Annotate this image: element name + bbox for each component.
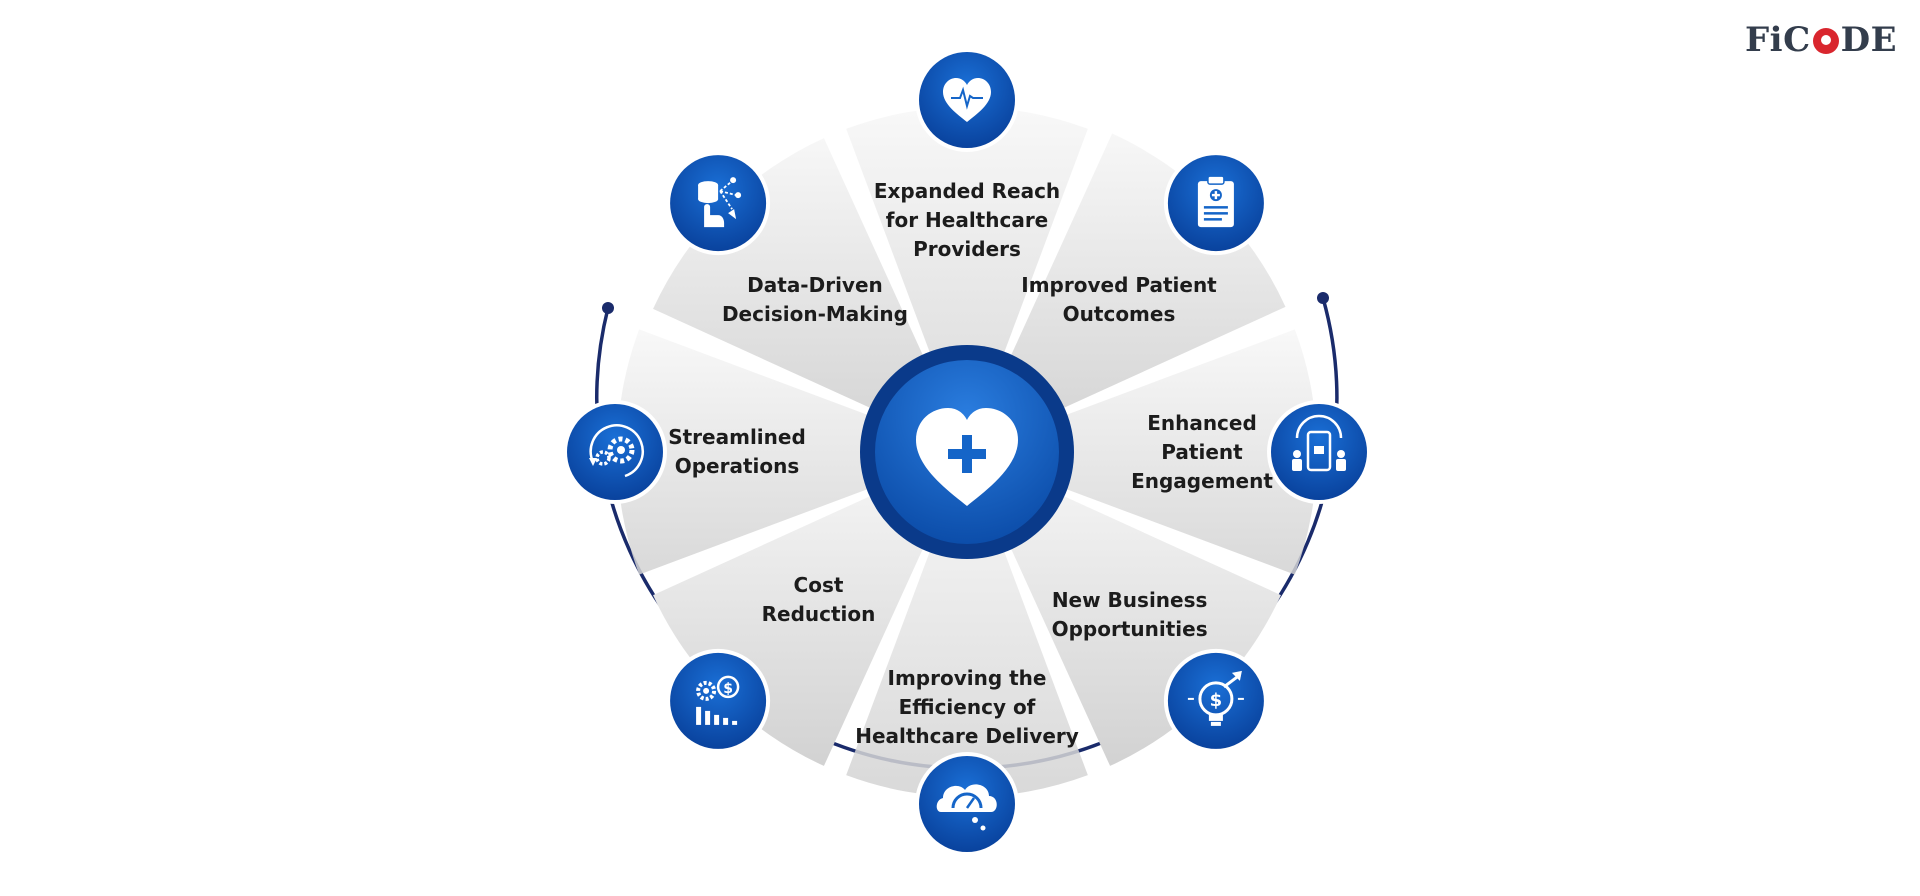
badge-data-driven — [666, 151, 771, 256]
segment-efficiency — [846, 452, 1088, 797]
heart-pulse-icon — [943, 78, 991, 122]
badge-expanded-reach — [915, 48, 1019, 152]
telehealth-phone-icon — [1292, 414, 1346, 472]
label-line: Streamlined — [668, 425, 806, 449]
label-line: Reduction — [761, 602, 876, 627]
label-line: Efficiency of — [898, 694, 1036, 719]
idea-dollar-icon: $ — [1187, 670, 1244, 726]
logo-text-start: Fi — [1745, 20, 1784, 60]
logo-text-c: C — [1783, 20, 1811, 60]
data-touch-icon — [698, 177, 742, 228]
badge-patient-engagement — [1267, 400, 1371, 504]
label-line: Operations — [674, 454, 800, 478]
arc-end-dot-right — [1317, 292, 1329, 304]
badge-cost-reduction: $ — [666, 648, 771, 753]
label-line: New Business — [1051, 587, 1208, 612]
svg-text:$: $ — [1210, 690, 1223, 711]
segment-patient-engagement — [967, 329, 1317, 575]
label-line: Enhanced — [1147, 410, 1257, 435]
label-line: Data-Driven — [747, 272, 883, 297]
segment-expanded-reach — [846, 107, 1088, 452]
segment-streamlined-operations — [617, 329, 967, 575]
label-line: for Healthcare — [885, 207, 1049, 232]
label-line: Patient — [1161, 439, 1243, 464]
label-line: Expanded Reach — [873, 178, 1061, 203]
speedometer-cloud-icon — [936, 784, 997, 831]
label-line: Engagement — [1131, 468, 1273, 493]
svg-text:$: $ — [723, 681, 733, 697]
badge-efficiency — [915, 752, 1019, 856]
label-line: Cost — [793, 573, 844, 598]
label-line: Opportunities — [1051, 616, 1208, 641]
badge-business-opportunities: $ — [1163, 648, 1268, 753]
label-line: Outcomes — [1062, 301, 1176, 326]
logo-target-icon — [1812, 28, 1839, 54]
badge-improved-outcomes — [1163, 151, 1268, 256]
gears-cycle-icon — [589, 424, 644, 478]
label-line: Healthcare Delivery — [855, 723, 1079, 748]
clipboard-medical-icon — [1197, 175, 1234, 228]
ficode-logo: Fi C DE — [1745, 20, 1897, 60]
badge-streamlined-operations — [563, 400, 667, 504]
label-line: Providers — [913, 236, 1021, 261]
heart-plus-icon — [916, 408, 1018, 506]
center-badge — [860, 345, 1074, 559]
arc-end-dot-left — [602, 302, 614, 314]
label-line: Improving the — [887, 665, 1047, 690]
logo-text-end: DE — [1840, 20, 1898, 60]
label-line: Decision-Making — [721, 301, 908, 326]
label-line: Improved Patient — [1021, 272, 1217, 297]
cost-chart-icon: $ — [696, 675, 740, 725]
